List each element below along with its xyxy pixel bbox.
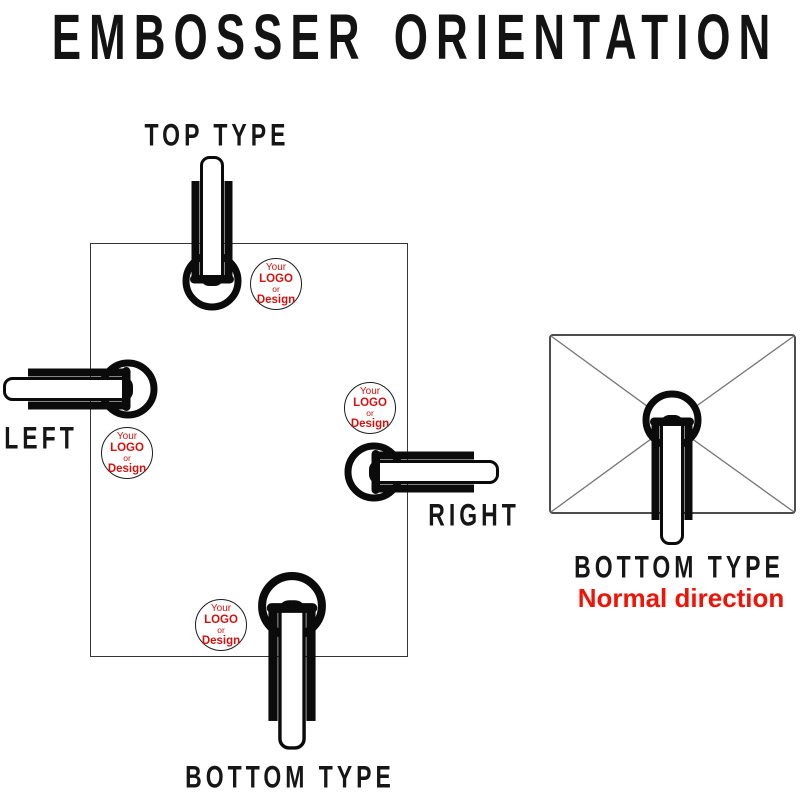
logo-badge-line: Your [265,261,287,273]
logo-badge-line: LOGO [353,396,387,409]
embosser-right-icon [343,440,499,504]
logo-badge-line: LOGO [259,272,293,285]
logo-badge-bottom: Your LOGO or Design [195,599,247,651]
label-top-type: TOP TYPE [144,117,290,153]
logo-badge-line: LOGO [204,613,238,626]
logo-badge-line: or [366,407,374,418]
logo-badge-right: Your LOGO or Design [344,382,396,434]
logo-badge-line: Your [210,602,232,614]
page-title: EMBOSSER ORIENTATION [51,2,779,74]
logo-badge-line: Design [256,293,296,306]
logo-badge-line: Your [359,385,381,397]
embosser-envelope-icon [640,389,704,545]
logo-badge-line: or [123,452,131,463]
embosser-top-icon [180,156,244,312]
logo-badge-line: Design [107,462,147,475]
logo-badge-line: Your [116,430,138,442]
label-left-type: LEFT [4,420,78,456]
logo-badge-top: Your LOGO or Design [250,258,302,310]
label-bottom-type: BOTTOM TYPE [185,759,395,795]
logo-badge-line: LOGO [110,441,144,454]
label-right-type: RIGHT [428,497,520,533]
label-envelope-bottom-type: BOTTOM TYPE [574,549,784,585]
normal-direction-label: Normal direction [577,583,785,613]
embosser-left-icon [3,357,159,421]
logo-badge-line: or [217,624,225,635]
embosser-bottom-icon [255,570,329,749]
logo-badge-line: or [272,283,280,294]
logo-badge-line: Design [350,417,390,430]
logo-badge-line: Design [201,634,241,647]
logo-badge-left: Your LOGO or Design [101,427,153,479]
